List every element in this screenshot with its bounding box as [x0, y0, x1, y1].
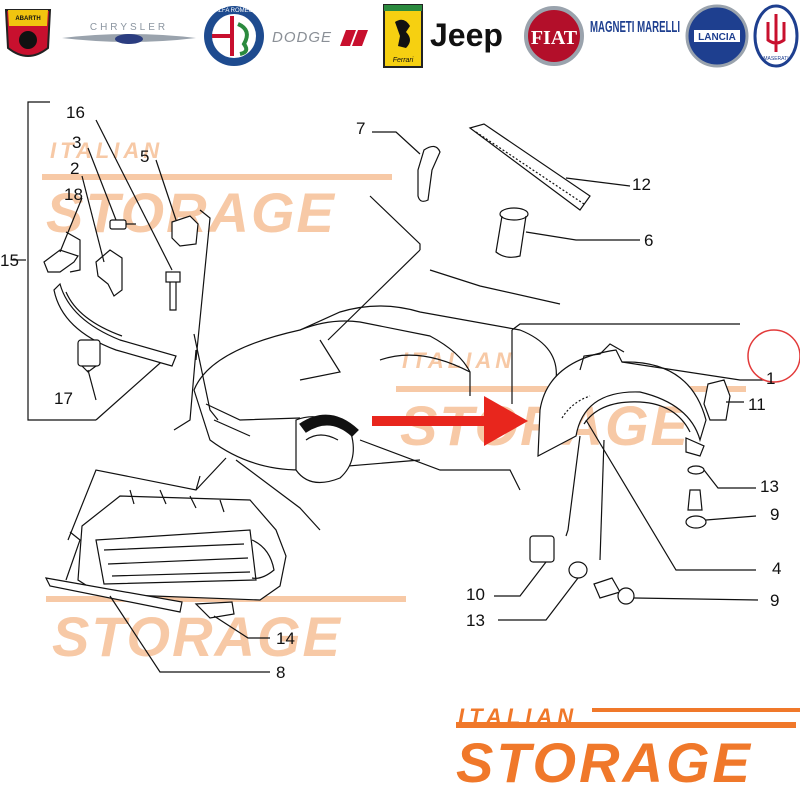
svg-text:ITALIAN: ITALIAN [50, 138, 163, 163]
callout-17: 17 [54, 389, 73, 408]
brand-bar-gap [592, 708, 800, 712]
ferrari-text: Ferrari [393, 57, 414, 64]
callout-16: 16 [66, 103, 85, 122]
lancia-logo: LANCIA [685, 4, 749, 68]
pointer-arrow [372, 396, 528, 446]
jeep-logo: Jeep [430, 17, 503, 53]
callout-3: 3 [72, 133, 81, 152]
dodge-logo: DODGE [272, 29, 368, 46]
highlight-circle [747, 329, 800, 383]
brand-storage-text: STORAGE [456, 731, 753, 794]
callout-13-right: 13 [760, 477, 779, 496]
dodge-text: DODGE [272, 29, 332, 46]
callout-1: 1 [766, 369, 775, 388]
maserati-logo: MASERATI [753, 4, 799, 68]
car-body-outline [67, 195, 740, 541]
abarth-text: ABARTH [15, 16, 40, 22]
callout-8: 8 [276, 663, 285, 682]
callout-4: 4 [772, 559, 781, 578]
watermark-top-left: ITALIAN STORAGE [42, 138, 392, 244]
ferrari-logo: Ferrari [383, 4, 423, 68]
headlamp-assembly [44, 475, 287, 673]
chrysler-text: CHRYSLER [90, 22, 168, 33]
callout-9-right: 9 [770, 505, 779, 524]
callout-14: 14 [276, 629, 295, 648]
callout-9-lower: 9 [770, 591, 779, 610]
callout-12: 12 [632, 175, 651, 194]
callout-15: 15 [0, 251, 19, 270]
svg-text:STORAGE: STORAGE [52, 605, 342, 668]
svg-text:ITALIAN: ITALIAN [402, 348, 515, 373]
magneti-marelli-logo: MAGNETI MARELLI [590, 19, 680, 36]
callout-2: 2 [70, 159, 79, 178]
callout-10: 10 [466, 585, 485, 604]
alfa-romeo-text: ALFA ROMEO [215, 8, 254, 14]
callout-13-left: 13 [466, 611, 485, 630]
brand-bar-top [456, 722, 796, 728]
alfa-romeo-logo: ALFA ROMEO [204, 6, 264, 66]
callout-7: 7 [356, 119, 365, 138]
callout-11: 11 [748, 395, 766, 414]
magneti-marelli-text: MAGNETI MARELLI [590, 19, 680, 36]
brand-italian-text: ITALIAN [458, 704, 579, 729]
brand-logo-strip: ABARTH CHRYSLER ALFA ROMEO DODGE Ferrari… [4, 4, 799, 68]
fiat-text: FIAT [531, 27, 578, 49]
bracket-group-left [12, 101, 199, 421]
lancia-text: LANCIA [698, 32, 736, 43]
callout-6: 6 [644, 231, 653, 250]
callout-18: 18 [64, 185, 83, 204]
maserati-text: MASERATI [763, 56, 788, 62]
callout-5: 5 [140, 147, 149, 166]
fiat-logo: FIAT [524, 6, 584, 66]
chrysler-logo: CHRYSLER [62, 22, 196, 44]
upper-parts [372, 123, 640, 258]
wheel-arch-liner [494, 343, 764, 621]
callout-numbers: 16 3 5 2 18 15 17 7 12 6 1 11 13 9 4 10 … [0, 103, 781, 682]
abarth-logo: ABARTH [4, 9, 52, 57]
